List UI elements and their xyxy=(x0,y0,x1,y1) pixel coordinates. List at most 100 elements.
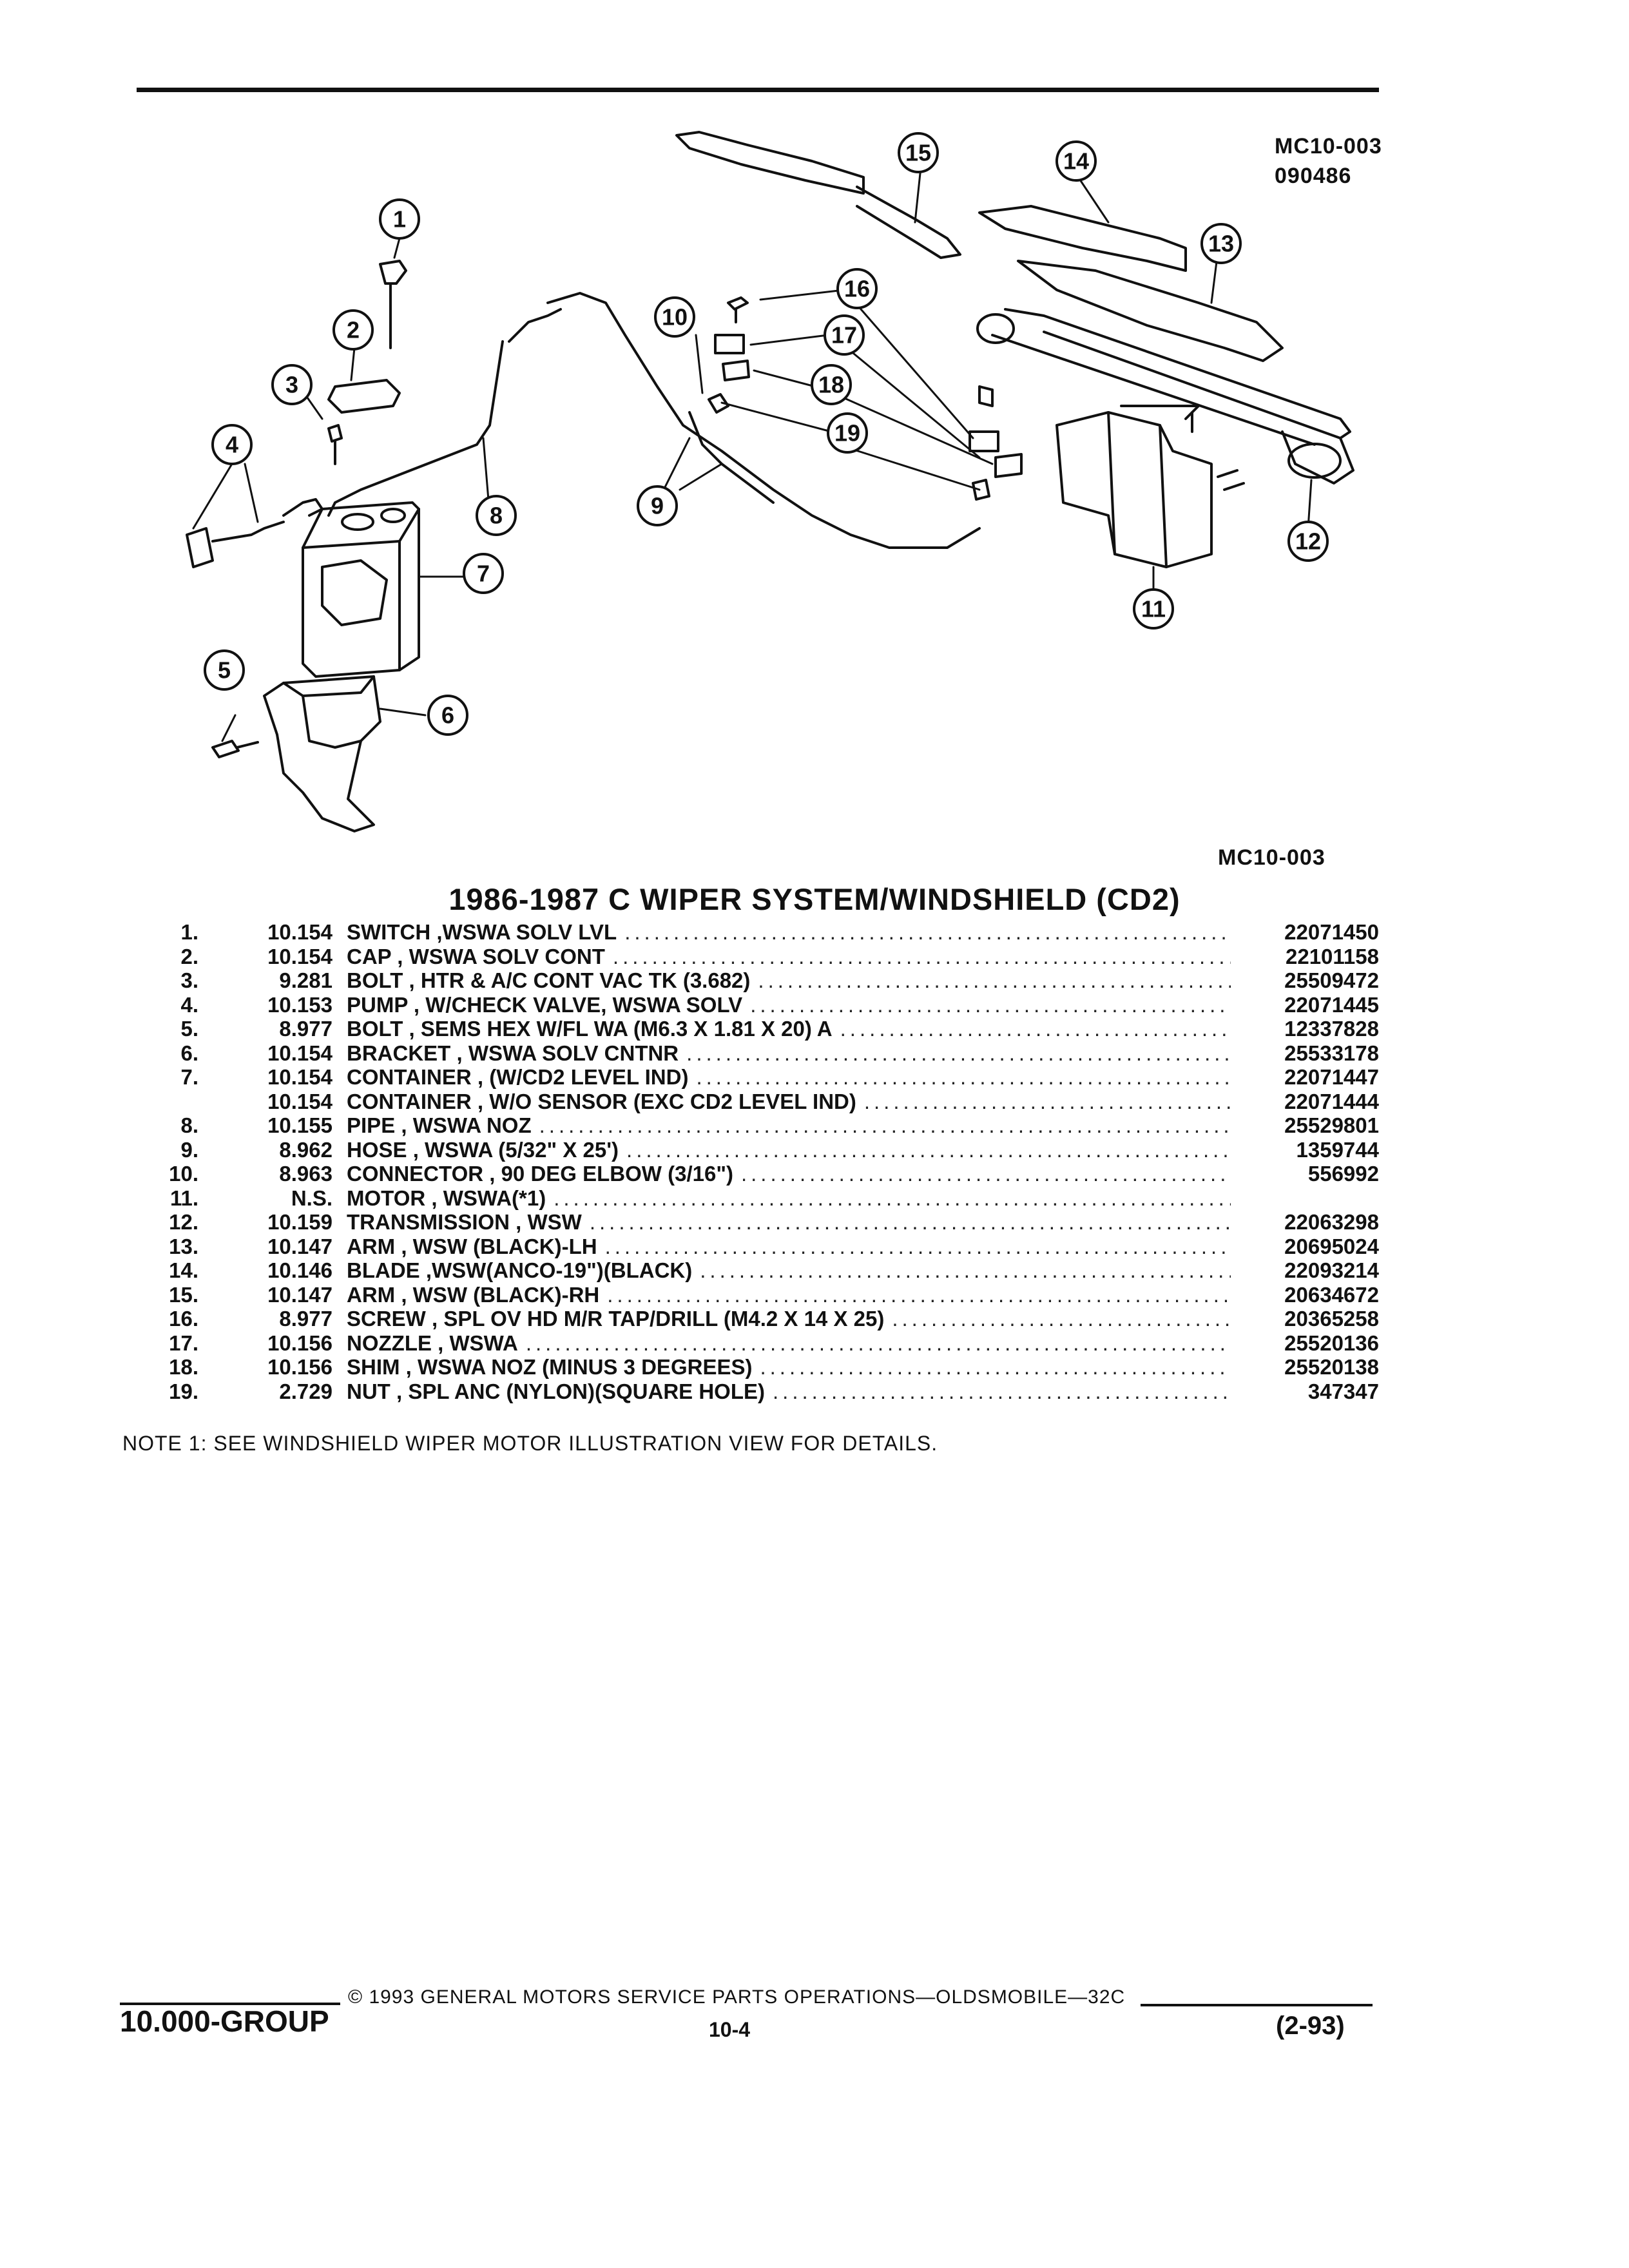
dot-leader: ........................................… xyxy=(758,968,1231,992)
part-description: SHIM , WSWA NOZ (MINUS 3 DEGREES) xyxy=(347,1355,753,1379)
callout-14 xyxy=(1055,140,1097,182)
part-description: ARM , WSW (BLACK)-RH xyxy=(347,1282,600,1307)
part-description-cell: SCREW , SPL OV HD M/R TAP/DRILL (M4.2 X … xyxy=(347,1307,1231,1331)
part-item-number: 10. xyxy=(169,1162,198,1186)
callout-15 xyxy=(898,132,939,173)
part-number: 25509472 xyxy=(1284,968,1379,992)
diagram-drawing: 1 2 3 4 5 6 7 8 9 10 11 12 13 14 15 16 1… xyxy=(186,131,1354,832)
drawing-code-bottom: MC10-003 xyxy=(1218,845,1325,870)
callout-label-11: 11 xyxy=(1141,596,1166,622)
part-number: 12337828 xyxy=(1284,1017,1379,1041)
transmission-linkage xyxy=(1004,308,1351,439)
part-number: 25529801 xyxy=(1284,1113,1379,1137)
part-description-cell: NUT , SPL ANC (NYLON)(SQUARE HOLE)......… xyxy=(347,1379,1231,1404)
part-description-cell: PUMP , W/CHECK VALVE, WSWA SOLV.........… xyxy=(347,993,1231,1017)
callout-label-5: 5 xyxy=(218,657,231,684)
washer-hose xyxy=(546,292,981,549)
part-number: 556992 xyxy=(1307,1162,1379,1186)
part-description-cell: BOLT , HTR & A/C CONT VAC TK (3.682)....… xyxy=(347,968,1231,993)
nozzle-screw xyxy=(727,296,749,323)
callout-16 xyxy=(836,268,878,309)
callout-label-3: 3 xyxy=(285,372,298,398)
washer-reservoir xyxy=(302,501,420,678)
callout-label-15: 15 xyxy=(905,140,931,166)
part-description: BOLT , SEMS HEX W/FL WA (M6.3 X 1.81 X 2… xyxy=(347,1017,833,1041)
callout-label-14: 14 xyxy=(1063,148,1089,175)
part-item-number: 12. xyxy=(169,1210,198,1234)
callout-6 xyxy=(427,695,468,736)
part-number: 22093214 xyxy=(1284,1258,1379,1282)
pump xyxy=(186,521,285,568)
part-number: 22071444 xyxy=(1284,1089,1379,1113)
part-number: 22071450 xyxy=(1284,920,1379,944)
nut-19 xyxy=(708,393,729,414)
part-group-number: 10.156 xyxy=(267,1331,333,1355)
part-description-cell: NOZZLE , WSWA...........................… xyxy=(347,1331,1231,1356)
footer-copyright: © 1993 GENERAL MOTORS SERVICE PARTS OPER… xyxy=(348,1986,1126,2008)
wiper-blade-15 xyxy=(675,131,865,195)
part-number: 22063298 xyxy=(1284,1210,1379,1234)
callout-label-7: 7 xyxy=(477,561,490,587)
wiper-motor xyxy=(1055,411,1213,568)
part-item-number: 6. xyxy=(180,1041,198,1065)
part-item-number: 19. xyxy=(169,1379,198,1403)
dot-leader: ........................................… xyxy=(624,920,1231,944)
callout-13 xyxy=(1200,223,1242,264)
part-item-number: 4. xyxy=(180,992,198,1017)
part-description-cell: BLADE ,WSW(ANCO-19")(BLACK).............… xyxy=(347,1258,1231,1283)
callout-8 xyxy=(476,495,517,536)
part-description: CAP , WSWA SOLV CONT xyxy=(347,944,605,968)
callout-5 xyxy=(204,649,245,691)
callout-17 xyxy=(824,314,865,356)
part-description-cell: HOSE , WSWA (5/32" X 25')...............… xyxy=(347,1138,1231,1162)
linkage-pivot-left xyxy=(976,313,1015,344)
callout-3 xyxy=(271,364,313,405)
callout-label-13: 13 xyxy=(1208,231,1234,257)
part-item-number: 3. xyxy=(180,968,198,992)
part-number: 25520136 xyxy=(1284,1331,1379,1355)
part-description-cell: SWITCH ,WSWA SOLV LVL...................… xyxy=(347,920,1231,945)
part-item-number: 15. xyxy=(169,1282,198,1307)
footer-rule-left xyxy=(120,2003,340,2005)
dot-leader: ........................................… xyxy=(696,1065,1231,1089)
linkage-pivot-right xyxy=(1287,443,1342,479)
part-description: TRANSMISSION , WSW xyxy=(347,1210,582,1234)
footnote: NOTE 1: SEE WINDSHIELD WIPER MOTOR ILLUS… xyxy=(122,1432,938,1455)
part-item-number: 2. xyxy=(180,944,198,968)
part-group-number: 8.962 xyxy=(279,1137,333,1162)
part-description-cell: BOLT , SEMS HEX W/FL WA (M6.3 X 1.81 X 2… xyxy=(347,1017,1231,1041)
page-title: 1986-1987 C WIPER SYSTEM/WINDSHIELD (CD2… xyxy=(448,882,1181,916)
part-description: HOSE , WSWA (5/32" X 25') xyxy=(347,1137,619,1162)
dot-leader: ........................................… xyxy=(700,1258,1231,1282)
part-description: ARM , WSW (BLACK)-LH xyxy=(347,1234,597,1258)
dot-leader: ........................................… xyxy=(589,1210,1231,1234)
part-group-number: 8.977 xyxy=(279,1307,333,1331)
part-description: BLADE ,WSW(ANCO-19")(BLACK) xyxy=(347,1258,693,1282)
callout-label-10: 10 xyxy=(662,304,688,331)
part-item-number: 7. xyxy=(180,1065,198,1089)
dot-leader: ........................................… xyxy=(892,1307,1231,1331)
bracket-bolt xyxy=(211,740,259,758)
dot-leader: ........................................… xyxy=(554,1186,1231,1210)
part-number: 22071445 xyxy=(1284,992,1379,1017)
callout-11 xyxy=(1133,588,1174,629)
part-number: 1359744 xyxy=(1296,1137,1379,1162)
part-description: NUT , SPL ANC (NYLON)(SQUARE HOLE) xyxy=(347,1379,765,1403)
callout-1 xyxy=(379,198,420,240)
wiper-arm-15 xyxy=(856,186,961,259)
part-group-number: 10.155 xyxy=(267,1113,333,1137)
callout-label-8: 8 xyxy=(490,503,503,529)
part-group-number: 10.147 xyxy=(267,1234,333,1258)
callout-label-12: 12 xyxy=(1295,528,1321,555)
